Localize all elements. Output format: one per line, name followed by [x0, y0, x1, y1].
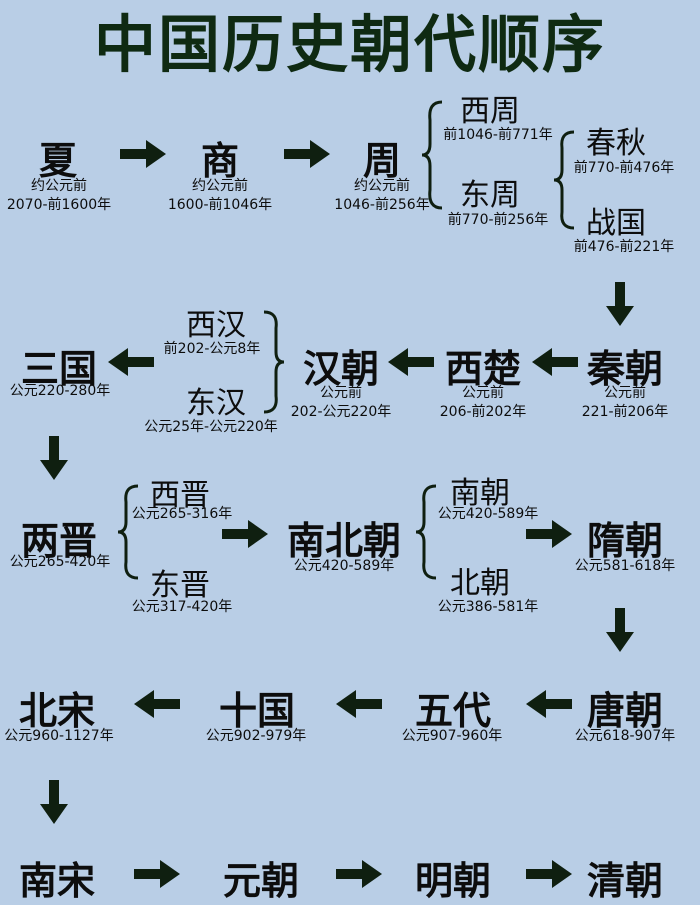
dynasty-donghan: 东汉 [186, 386, 246, 421]
dynasty-liangjin: 两晋 [20, 519, 97, 563]
xichu-years: 206-前202年 [439, 404, 527, 420]
zhanguo-years: 前476-前221年 [573, 239, 675, 255]
arrow-left-icon [134, 690, 180, 718]
xia-prefix: 约公元前 [31, 178, 87, 194]
dongzhou-years: 前770-前256年 [447, 212, 549, 228]
dynasty-shang: 商 [200, 139, 239, 183]
dynasty-beisong: 北宋 [18, 689, 95, 733]
dynasty-tang: 唐朝 [586, 689, 663, 733]
xijin-years: 公元265-316年 [131, 506, 233, 522]
shang-years: 1600-前1046年 [167, 197, 273, 213]
brace-icon [553, 130, 575, 230]
arrow-right-icon [526, 520, 572, 548]
dynasty-xijin: 西晋 [150, 478, 210, 513]
dynasty-wudai: 五代 [414, 689, 491, 733]
sui-years: 公元581-618年 [574, 558, 676, 574]
shang-prefix: 约公元前 [192, 178, 248, 194]
dynasty-qin: 秦朝 [586, 347, 663, 391]
han-years: 202-公元220年 [290, 404, 392, 420]
brace-icon [415, 484, 437, 580]
chunqiu-years: 前770-前476年 [573, 160, 675, 176]
dynasty-han: 汉朝 [302, 347, 379, 391]
dynasty-nanbeichao: 南北朝 [286, 519, 401, 563]
brace-icon [117, 484, 139, 580]
han-prefix: 公元前 [320, 385, 362, 401]
dynasty-nansong: 南宋 [18, 859, 95, 903]
arrow-left-icon [526, 690, 572, 718]
arrow-right-icon [284, 140, 330, 168]
beichao-years: 公元386-581年 [437, 599, 539, 615]
qin-prefix: 公元前 [604, 385, 646, 401]
arrow-down-icon [40, 780, 68, 824]
arrow-right-icon [526, 860, 572, 888]
arrow-right-icon [222, 520, 268, 548]
dynasty-yuan: 元朝 [222, 859, 299, 903]
nanbeichao-years: 公元420-589年 [293, 558, 395, 574]
brace-icon [263, 310, 285, 414]
arrow-left-icon [336, 690, 382, 718]
dynasty-dongzhou: 东周 [460, 178, 520, 213]
dynasty-chunqiu: 春秋 [586, 126, 646, 161]
xia-years: 2070-前1600年 [6, 197, 112, 213]
dynasty-zhou: 周 [362, 139, 401, 183]
arrow-left-icon [388, 348, 434, 376]
dynasty-xia: 夏 [38, 139, 77, 183]
zhou-years: 1046-前256年 [334, 197, 430, 213]
dynasty-nanchao: 南朝 [450, 476, 510, 511]
dynasty-dongjin: 东晋 [150, 568, 210, 603]
arrow-right-icon [120, 140, 166, 168]
arrow-left-icon [532, 348, 578, 376]
dynasty-xizhou: 西周 [460, 94, 520, 129]
dynasty-sanguo: 三国 [20, 347, 97, 391]
dynasty-beichao: 北朝 [450, 566, 510, 601]
dongjin-years: 公元317-420年 [131, 599, 233, 615]
xizhou-years: 前1046-前771年 [443, 127, 553, 143]
arrow-right-icon [336, 860, 382, 888]
liangjin-years: 公元265-420年 [9, 554, 111, 570]
xihan-years: 前202-公元8年 [163, 341, 261, 357]
donghan-years: 公元25年-公元220年 [144, 419, 278, 435]
qin-years: 221-前206年 [581, 404, 669, 420]
sanguo-years: 公元220-280年 [9, 383, 111, 399]
arrow-down-icon [40, 436, 68, 480]
dynasty-sui: 隋朝 [586, 519, 663, 563]
arrow-down-icon [606, 608, 634, 652]
xichu-prefix: 公元前 [462, 385, 504, 401]
dynasty-qing: 清朝 [586, 859, 663, 903]
page-title: 中国历史朝代顺序 [93, 8, 606, 81]
dynasty-shiguo: 十国 [218, 689, 295, 733]
dynasty-ming: 明朝 [414, 859, 491, 903]
wudai-years: 公元907-960年 [401, 728, 503, 744]
shiguo-years: 公元902-979年 [205, 728, 307, 744]
dynasty-xichu: 西楚 [444, 347, 521, 391]
dynasty-xihan: 西汉 [186, 308, 246, 343]
brace-icon [421, 100, 443, 210]
arrow-left-icon [108, 348, 154, 376]
nanchao-years: 公元420-589年 [437, 506, 539, 522]
arrow-down-icon [606, 282, 634, 326]
beisong-years: 公元960-1127年 [4, 728, 114, 744]
zhou-prefix: 约公元前 [354, 178, 410, 194]
tang-years: 公元618-907年 [574, 728, 676, 744]
arrow-right-icon [134, 860, 180, 888]
dynasty-zhanguo: 战国 [586, 206, 646, 241]
